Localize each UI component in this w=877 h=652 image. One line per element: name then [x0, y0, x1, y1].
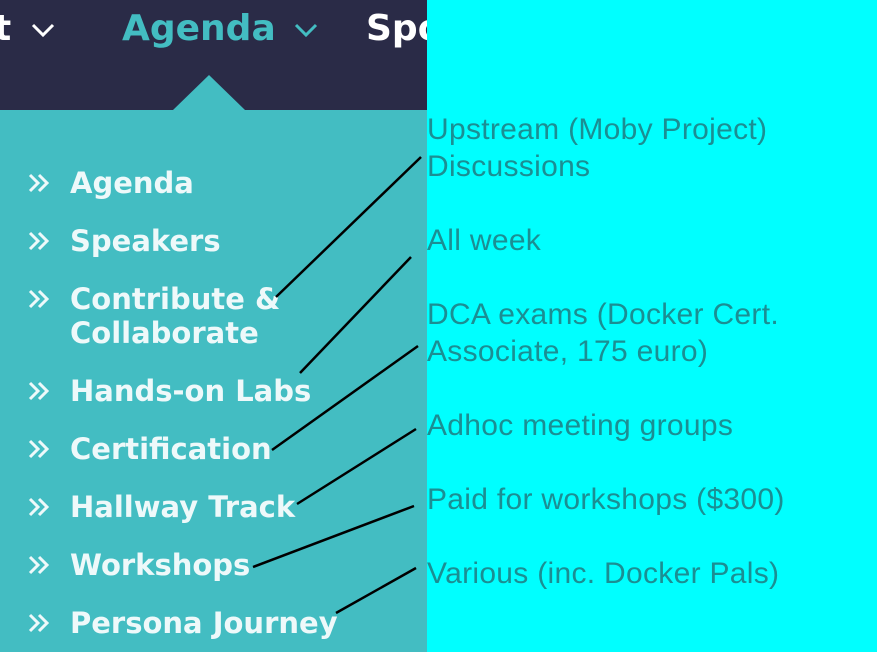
double-chevron-right-icon — [28, 497, 50, 517]
menu-item-label: Workshops — [70, 548, 251, 582]
menu-item-certification[interactable]: Certification — [28, 432, 272, 466]
menu-item-label: Persona Journey — [70, 606, 338, 640]
top-navbar: t Agenda Spo — [0, 0, 427, 110]
chevron-down-icon — [31, 23, 54, 38]
annotation-various: Various (inc. Docker Pals) — [427, 557, 780, 590]
nav-item-sponsors[interactable]: Spo — [366, 8, 427, 49]
menu-item-persona-journey[interactable]: Persona Journey — [28, 606, 338, 640]
annotation-adhoc-meetings: Adhoc meeting groups — [427, 409, 734, 442]
nav-item-previous-label: t — [0, 8, 12, 49]
menu-item-label: Certification — [70, 432, 272, 466]
chevron-down-icon — [295, 23, 318, 38]
double-chevron-right-icon — [28, 439, 50, 459]
dropdown-pointer — [173, 75, 245, 110]
menu-item-speakers[interactable]: Speakers — [28, 224, 221, 258]
annotation-dca-exams: DCA exams (Docker Cert. Associate, 175 e… — [427, 296, 779, 370]
annotation-all-week: All week — [427, 224, 542, 257]
menu-item-label: Hallway Track — [70, 490, 296, 524]
double-chevron-right-icon — [28, 555, 50, 575]
menu-item-contribute-collaborate[interactable]: Contribute & Collaborate — [28, 282, 280, 350]
annotation-line1: DCA exams (Docker Cert. — [427, 298, 779, 331]
nav-item-agenda-label: Agenda — [122, 8, 276, 49]
agenda-dropdown-menu: Agenda Speakers Contribute & Collaborate… — [0, 110, 427, 652]
nav-item-agenda[interactable]: Agenda — [122, 8, 319, 49]
menu-item-label: Hands-on Labs — [70, 374, 312, 408]
annotation-line1: Upstream (Moby Project) — [427, 113, 768, 146]
annotation-line2: Discussions — [427, 150, 591, 183]
menu-item-hallway-track[interactable]: Hallway Track — [28, 490, 295, 524]
double-chevron-right-icon — [28, 613, 50, 633]
menu-item-label: Agenda — [70, 166, 194, 200]
annotation-line2: Associate, 175 euro) — [427, 335, 709, 368]
annotation-paid-workshops: Paid for workshops ($300) — [427, 483, 785, 516]
menu-item-workshops[interactable]: Workshops — [28, 548, 250, 582]
menu-item-hands-on-labs[interactable]: Hands-on Labs — [28, 374, 311, 408]
nav-item-sponsors-label: Spo — [366, 8, 427, 49]
annotation-panel: Upstream (Moby Project) Discussions All … — [427, 0, 877, 652]
menu-item-label-line1: Contribute & — [70, 282, 281, 316]
menu-item-label: Speakers — [70, 224, 221, 258]
menu-item-label-line2: Collaborate — [70, 316, 259, 350]
double-chevron-right-icon — [28, 289, 50, 309]
menu-item-agenda[interactable]: Agenda — [28, 166, 194, 200]
double-chevron-right-icon — [28, 381, 50, 401]
double-chevron-right-icon — [28, 173, 50, 193]
double-chevron-right-icon — [28, 231, 50, 251]
nav-item-previous[interactable]: t — [0, 8, 56, 49]
annotation-upstream: Upstream (Moby Project) Discussions — [427, 111, 767, 185]
